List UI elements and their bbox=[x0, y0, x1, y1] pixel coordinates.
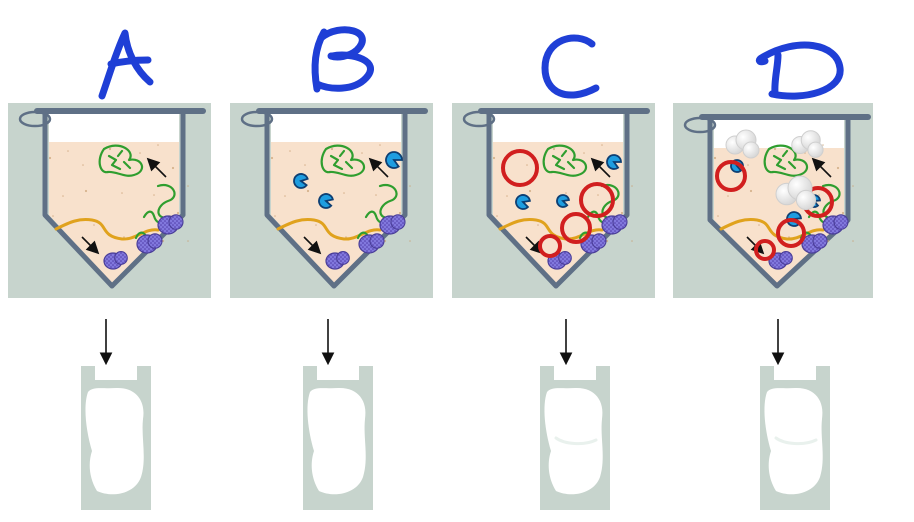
capture-ring bbox=[776, 218, 806, 248]
protein-blob bbox=[801, 233, 828, 254]
gel-band bbox=[85, 387, 144, 495]
capture-ring bbox=[560, 212, 592, 244]
panel-d bbox=[673, 103, 873, 298]
bubble-cluster bbox=[725, 129, 760, 159]
protein-blob bbox=[325, 251, 350, 270]
antibody-icon bbox=[318, 193, 334, 209]
gel-lane-b bbox=[303, 366, 373, 510]
panel-c bbox=[452, 103, 655, 298]
antibody-icon bbox=[515, 194, 531, 210]
gel-lane-c bbox=[540, 366, 610, 510]
gel-lane-d bbox=[760, 366, 830, 510]
protein-blob bbox=[358, 233, 385, 254]
protein-blob bbox=[157, 214, 184, 235]
capture-ring bbox=[579, 182, 615, 218]
capture-ring bbox=[538, 234, 562, 258]
gel-lane-a bbox=[81, 366, 151, 510]
panel-a bbox=[8, 103, 211, 298]
protein-blob bbox=[601, 214, 628, 235]
protein-blob bbox=[136, 233, 163, 254]
label-d bbox=[755, 41, 844, 100]
bubble-cluster bbox=[791, 130, 824, 158]
panel-b bbox=[230, 103, 433, 298]
gel-band bbox=[764, 387, 823, 495]
bubble-cluster bbox=[775, 175, 817, 211]
protein-blob bbox=[822, 214, 849, 235]
antibody-icon bbox=[556, 194, 570, 208]
antibody-icon bbox=[293, 173, 309, 189]
label-a bbox=[98, 29, 154, 100]
protein-blob bbox=[768, 251, 793, 270]
protein-blob bbox=[103, 251, 128, 270]
experiment-panels bbox=[8, 103, 873, 510]
gel-band bbox=[544, 387, 603, 495]
protein-blob bbox=[379, 214, 406, 235]
antibody-icon bbox=[606, 154, 622, 170]
label-c bbox=[541, 34, 600, 99]
capture-ring bbox=[754, 239, 776, 261]
gel-band bbox=[307, 387, 366, 495]
capture-ring bbox=[715, 160, 747, 192]
capture-ring bbox=[501, 149, 539, 187]
antibody-icon bbox=[385, 151, 403, 169]
label-b bbox=[311, 26, 374, 93]
